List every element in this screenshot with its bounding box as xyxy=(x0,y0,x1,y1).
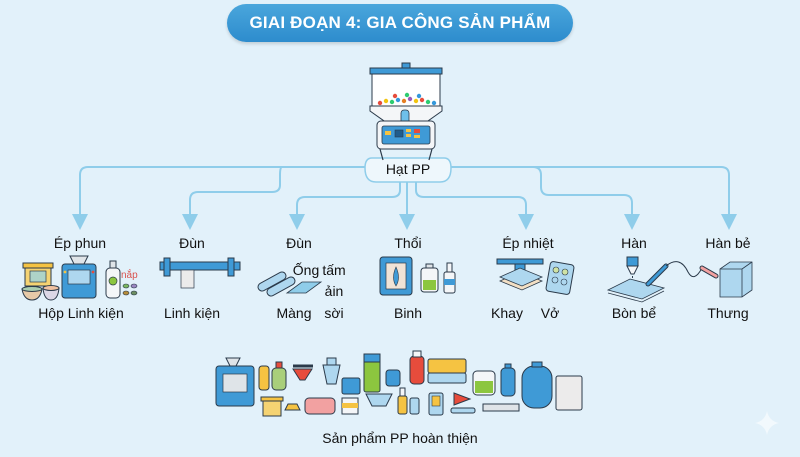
jug-icon xyxy=(472,370,496,396)
tray-icon xyxy=(545,261,575,295)
container-icon xyxy=(260,396,284,417)
product-label: sời xyxy=(324,305,344,321)
product-label: tấm xyxy=(322,262,346,278)
process-label-han: Hàn xyxy=(621,235,647,251)
storage-box-icon xyxy=(427,358,467,384)
sheet-icon xyxy=(285,281,323,294)
lunch-box-icon xyxy=(304,397,336,415)
connector-ep-phun xyxy=(72,166,365,230)
product-label: Màng xyxy=(276,305,312,321)
bowl-icon xyxy=(42,285,60,301)
connector-han-be xyxy=(450,166,737,230)
scale-icon xyxy=(365,393,393,407)
tube-icon xyxy=(258,365,270,391)
product-label: ảin xyxy=(324,283,344,299)
bottle-icon xyxy=(428,392,444,416)
connector-ep-nhiet xyxy=(415,182,534,230)
pipe-icon xyxy=(482,403,520,412)
cap-label: nắp xyxy=(121,268,138,281)
stage-title-banner: GIAI ĐOẠN 4: GIA CÔNG SẢN PHẨM xyxy=(227,4,573,42)
process-label-ep-nhiet: Ép nhiệt xyxy=(502,235,554,251)
funnel-icon xyxy=(292,364,313,381)
finished-products-icons xyxy=(215,350,583,417)
bottle-icon xyxy=(443,262,456,294)
product-label: Hộp Linh kiện xyxy=(38,305,124,321)
product-label: Linh kiện xyxy=(163,305,221,321)
pipes-icon xyxy=(257,271,296,297)
container-icon xyxy=(22,262,54,287)
bottle-icon xyxy=(271,361,287,391)
bag-icon xyxy=(555,375,583,411)
source-label: Hạt PP xyxy=(385,161,431,177)
product-label: Khay xyxy=(491,305,523,321)
product-label: Bòn bể xyxy=(611,305,657,321)
injection-machine-icon xyxy=(61,255,97,299)
machine-icon xyxy=(215,357,255,407)
bottle-icon xyxy=(409,397,420,415)
hopper-machine-icon xyxy=(369,62,443,161)
injection-icons: nắp xyxy=(21,255,138,301)
product-label: Vở xyxy=(540,305,560,321)
bottle-icon xyxy=(409,350,425,385)
extruder-icon xyxy=(159,257,241,289)
process-label-dun-2: Đùn xyxy=(286,235,312,251)
product-label: Binh xyxy=(393,305,423,321)
process-label-thoi: Thổi xyxy=(394,235,422,251)
water-bottle-icon xyxy=(500,363,516,397)
finished-products-label: Sản phẩm PP hoàn thiện xyxy=(322,430,478,446)
water-tank-icon xyxy=(521,361,553,409)
sparkle-icon xyxy=(755,411,779,435)
box-icon xyxy=(719,261,753,298)
blow-mold-icon xyxy=(379,256,413,296)
jar-icon xyxy=(341,397,359,415)
product-label: Ống xyxy=(292,262,320,278)
connector-han xyxy=(450,166,640,230)
welding-nozzle-icon xyxy=(606,256,666,303)
process-label-dun-1: Đùn xyxy=(179,235,205,251)
flag-icon xyxy=(453,392,472,406)
box-icon xyxy=(385,369,401,387)
tumbler-icon xyxy=(363,353,381,393)
connector-dun-1 xyxy=(182,166,283,230)
cake-cover-icon xyxy=(284,403,301,411)
product-label: Thưng xyxy=(707,305,749,321)
connector-dun-2 xyxy=(289,180,401,230)
thermoform-press-icon xyxy=(496,258,544,291)
caps-icon: nắp xyxy=(121,268,138,296)
welding-pen-icon xyxy=(645,261,719,287)
stage-title: GIAI ĐOẠN 4: GIA CÔNG SẢN PHẨM xyxy=(249,13,551,32)
bottle-icon xyxy=(397,387,408,415)
bottle-icon xyxy=(105,260,121,299)
source-cloud-box xyxy=(364,157,452,183)
bowl-icon xyxy=(21,286,43,301)
process-label-han-be: Hàn bẻ xyxy=(705,235,751,251)
jug-icon xyxy=(420,263,439,293)
lunch-box-icon xyxy=(341,377,361,395)
blender-icon xyxy=(322,357,341,385)
tray-icon xyxy=(450,407,476,414)
process-label-ep-phun: Ép phun xyxy=(53,235,107,251)
